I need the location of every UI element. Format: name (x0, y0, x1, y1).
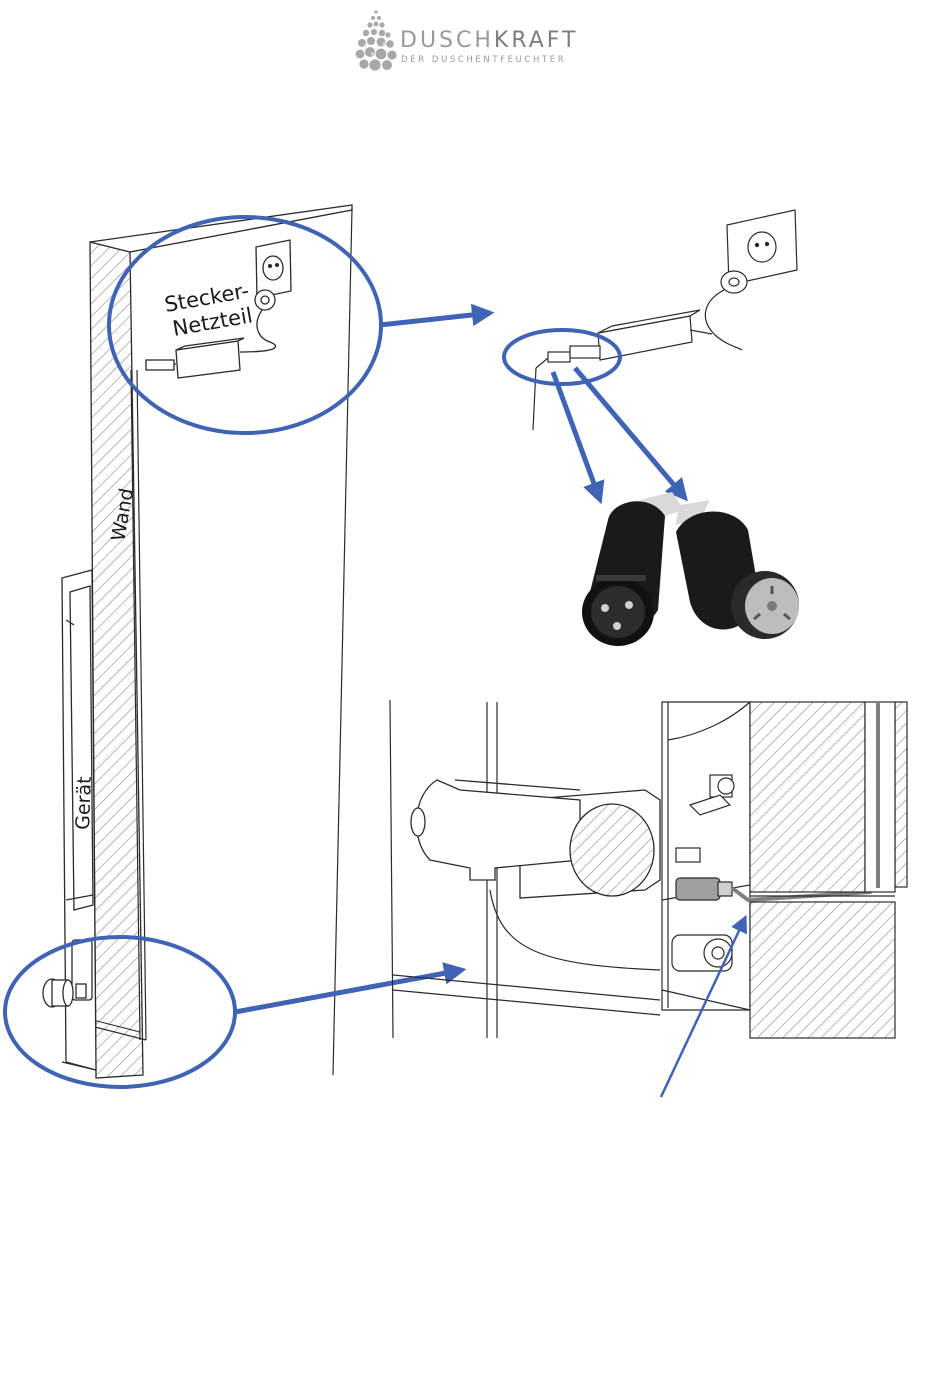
device-label: Gerät (72, 776, 96, 830)
wall-top-face (90, 205, 352, 252)
callout-arrow-to-detail (380, 313, 490, 325)
power-adapter-detail (533, 210, 797, 430)
male-connector-icon (582, 492, 684, 646)
callout-arrow-to-closeup (235, 970, 462, 1012)
thermostat-cylinder (411, 780, 660, 898)
female-connector-icon (675, 500, 799, 639)
closeup-wall-section (750, 702, 907, 1038)
wall-panel (90, 205, 352, 1078)
wall-socket-icon (256, 240, 291, 298)
thermostat-cut-face (570, 804, 654, 896)
